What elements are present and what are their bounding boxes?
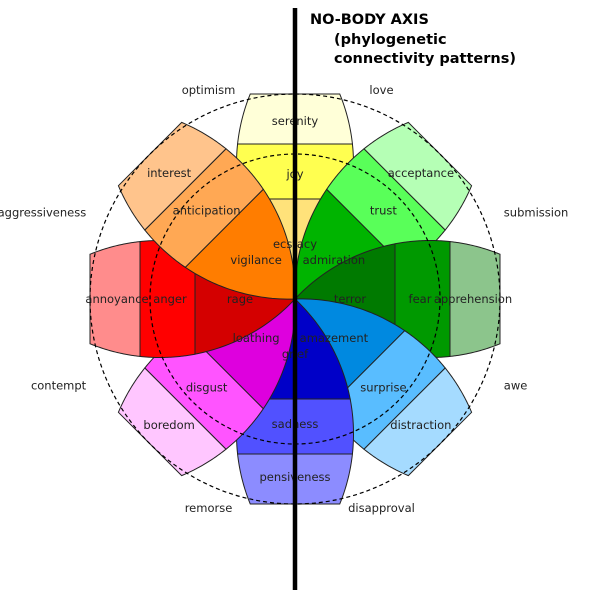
axis-title-line-1: NO-BODY AXIS <box>310 12 429 28</box>
dyad-label-optimism: optimism <box>182 83 236 97</box>
emotion-label-interest: interest <box>147 166 192 180</box>
dyad-label-disapproval: disapproval <box>348 501 415 515</box>
emotion-label-rage: rage <box>227 292 253 306</box>
outer-ring-dashed <box>89 93 501 505</box>
axis-title-line-3: connectivity patterns) <box>334 51 516 67</box>
dyad-label-awe: awe <box>504 378 528 392</box>
emotion-label-disgust: disgust <box>186 380 228 394</box>
emotion-label-boredom: boredom <box>143 418 194 432</box>
emotion-label-acceptance: acceptance <box>388 166 454 180</box>
emotion-label-anger: anger <box>153 292 187 306</box>
emotion-label-fear: fear <box>409 292 432 306</box>
emotion-label-distraction: distraction <box>390 418 451 432</box>
emotion-label-vigilance: vigilance <box>230 253 281 267</box>
emotion-label-trust: trust <box>370 204 398 218</box>
petal-segment-acceptance <box>363 121 473 231</box>
emotion-labels: ecstacyjoyserenityadmirationtrustaccepta… <box>85 114 512 484</box>
petal-segment-distraction <box>363 367 473 477</box>
petals <box>89 93 501 505</box>
emotion-label-terror: terror <box>334 292 367 306</box>
emotion-label-anticipation: anticipation <box>173 204 241 218</box>
emotion-label-surprise: surprise <box>360 380 406 394</box>
emotion-label-amazement: amazement <box>300 331 369 345</box>
dyad-label-submission: submission <box>504 206 568 220</box>
emotion-label-apprehension: apprehension <box>434 292 512 306</box>
emotion-label-loathing: loathing <box>233 331 280 345</box>
dyad-label-aggressiveness: aggressiveness <box>0 206 86 220</box>
dyads: optimism love submission awe disapproval remo… <box>0 83 568 515</box>
petal-segment-apprehension <box>449 241 501 357</box>
petal-segment-boredom <box>117 367 227 477</box>
dyad-label-love: love <box>369 83 393 97</box>
dyad-label-contempt: contempt <box>31 378 87 392</box>
petal-segment-interest <box>117 121 227 231</box>
emotion-label-admiration: admiration <box>303 253 366 267</box>
axis-title-line-2: (phylogenetic <box>334 32 447 48</box>
emotion-label-annoyance: annoyance <box>85 292 148 306</box>
dyad-label-remorse: remorse <box>185 501 233 515</box>
petal-segment-annoyance <box>89 241 141 357</box>
